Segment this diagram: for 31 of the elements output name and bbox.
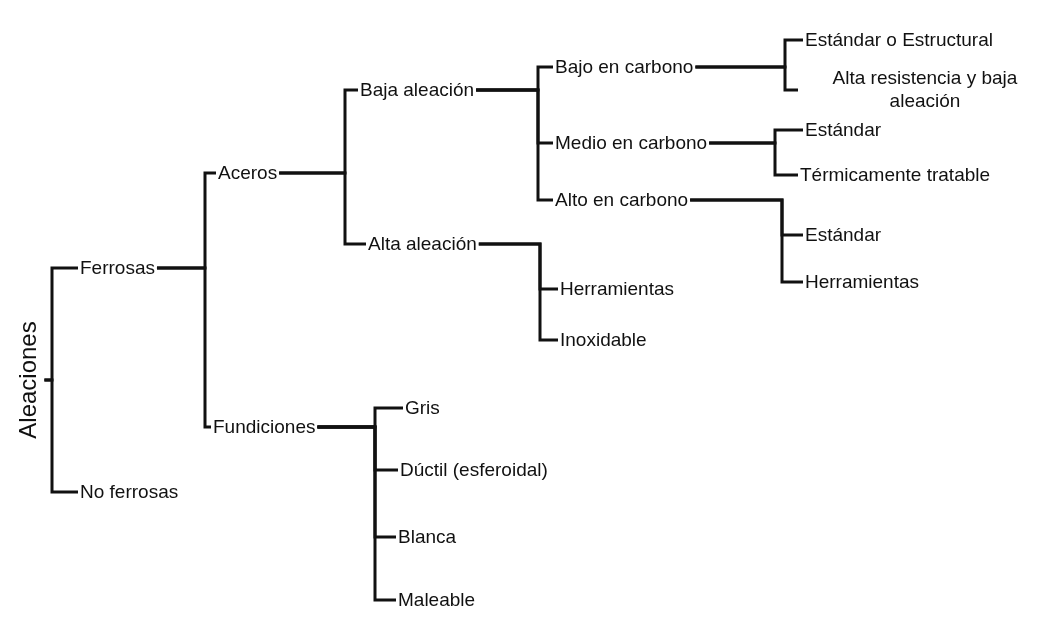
category-label: Ferrosas bbox=[80, 256, 155, 280]
bracket-connector bbox=[279, 171, 366, 246]
category-label: Bajo en carbono bbox=[555, 55, 694, 79]
category-label: Estándar bbox=[805, 118, 882, 142]
category-label: Alta resistencia y baja aleación bbox=[800, 67, 1050, 113]
bracket-connector bbox=[44, 378, 78, 494]
category-label: Baja aleación bbox=[360, 78, 475, 102]
bracket-connector bbox=[695, 65, 798, 92]
category-label: Medio en carbono bbox=[555, 131, 708, 155]
bracket-connector bbox=[690, 198, 803, 284]
category-label: Aceros bbox=[218, 161, 278, 185]
category-label: Térmicamente tratable bbox=[800, 163, 991, 187]
category-label: Estándar o Estructural bbox=[805, 28, 993, 52]
category-label: Herramientas bbox=[560, 277, 675, 301]
category-label: Maleable bbox=[398, 588, 476, 612]
bracket-connector bbox=[317, 425, 396, 602]
category-label: Alto en carbono bbox=[555, 188, 689, 212]
category-label: Estándar bbox=[805, 223, 882, 247]
category-label: Inoxidable bbox=[560, 328, 647, 352]
bracket-connector bbox=[709, 141, 798, 177]
category-label: Alta aleación bbox=[368, 232, 477, 256]
bracket-connector bbox=[156, 266, 211, 429]
root-category-label: Aleaciones bbox=[13, 321, 43, 439]
bracket-connector bbox=[478, 242, 558, 342]
category-label: No ferrosas bbox=[80, 480, 179, 504]
bracket-connector bbox=[476, 88, 553, 202]
category-label: Herramientas bbox=[805, 270, 920, 294]
category-label: Blanca bbox=[398, 525, 457, 549]
category-label: Gris bbox=[405, 396, 440, 420]
category-label: Dúctil (esferoidal) bbox=[400, 458, 548, 482]
category-label: Fundiciones bbox=[213, 415, 316, 439]
